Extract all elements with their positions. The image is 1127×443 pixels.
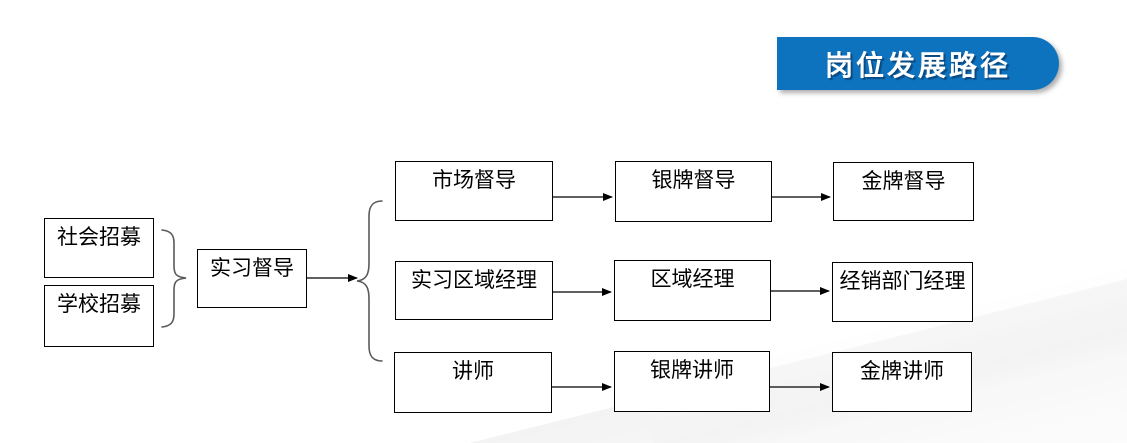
box-label: 实习督导 [210,256,294,280]
box-label: 区域经理 [650,267,735,291]
box-distribution-dept-manager: 经销部门经理 [832,262,973,322]
box-label: 社会招募 [57,225,141,249]
box-label: 经销部门经理 [839,269,966,293]
box-label: 金牌讲师 [860,359,944,383]
box-silver-lecturer: 银牌讲师 [614,351,770,412]
box-label: 学校招募 [57,292,141,316]
box-regional-manager: 区域经理 [614,260,771,321]
box-intern-supervisor: 实习督导 [197,249,307,308]
box-label: 市场督导 [432,168,516,192]
box-label: 实习区域经理 [411,268,537,292]
box-gold-supervisor: 金牌督导 [833,162,974,221]
merge-brace [161,229,187,328]
box-intern-regional-manager: 实习区域经理 [395,261,553,320]
box-label: 金牌督导 [861,169,946,193]
box-market-supervisor: 市场督导 [395,161,553,221]
box-silver-supervisor: 银牌督导 [615,161,772,222]
box-label: 银牌讲师 [650,358,734,382]
split-brace [356,200,383,362]
box-social-recruitment: 社会招募 [44,218,154,278]
box-label: 银牌督导 [651,168,736,192]
box-school-recruitment: 学校招募 [44,285,154,347]
page-title: 岗位发展路径 [824,49,1011,81]
title-banner: 岗位发展路径 [777,37,1059,90]
box-label: 讲师 [452,359,494,383]
box-lecturer: 讲师 [394,352,552,413]
box-gold-lecturer: 金牌讲师 [832,352,972,412]
